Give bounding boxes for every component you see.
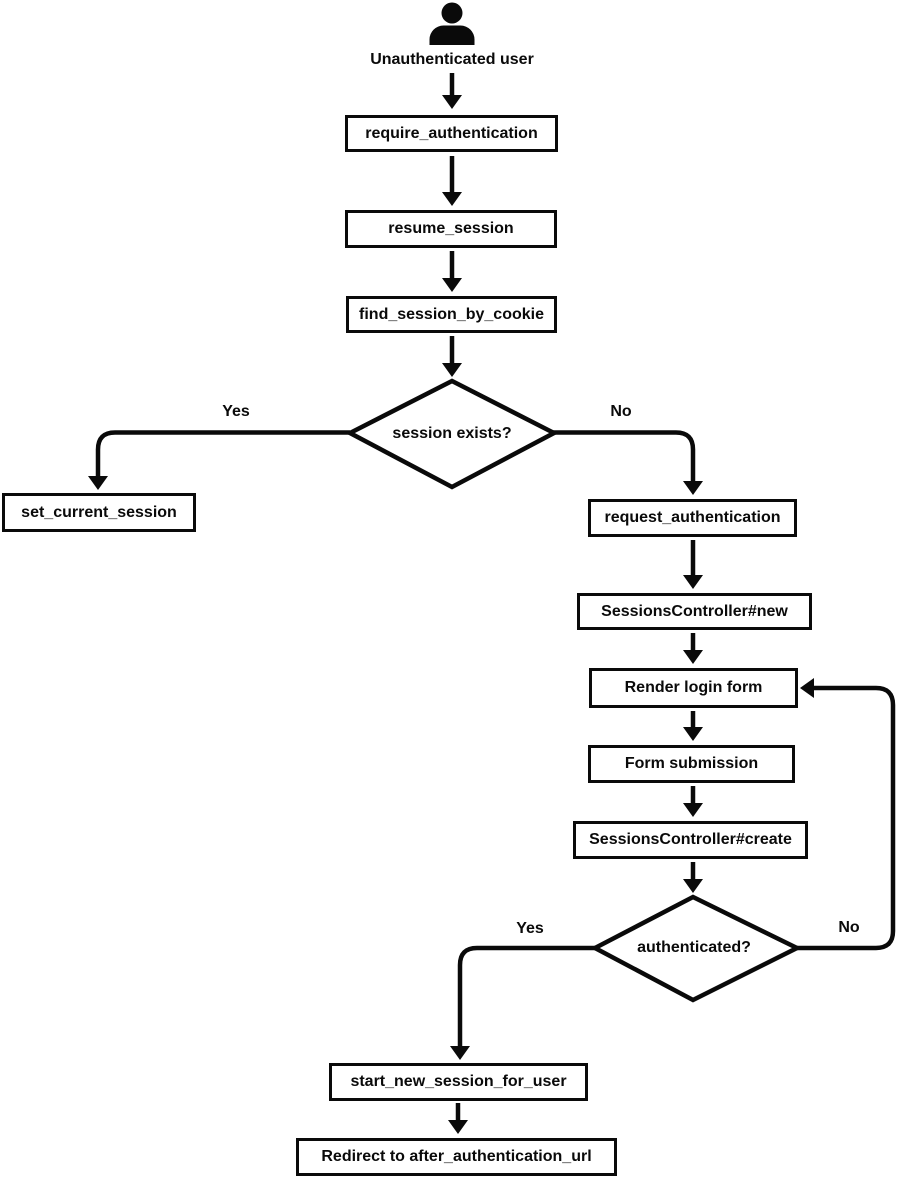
arrow-shafts — [95, 73, 896, 1120]
user-icon — [429, 2, 475, 45]
actor-label: Unauthenticated user — [370, 51, 534, 68]
arrowhead-down-icon — [683, 575, 703, 589]
edge-label-session-exists-no: No — [610, 403, 632, 420]
node-set-current-session: set_current_session — [2, 493, 196, 532]
node-start-new-session-for-user: start_new_session_for_user — [329, 1063, 588, 1101]
node-form-submission: Form submission — [588, 745, 795, 783]
node-sessions-controller-new: SessionsController#new — [577, 593, 812, 630]
arrowhead-down-icon — [442, 192, 462, 206]
arrowhead-down-icon — [448, 1120, 468, 1134]
node-label: SessionsController#new — [601, 602, 788, 620]
node-label: request_authentication — [604, 509, 781, 526]
node-label: set_current_session — [21, 503, 177, 521]
edge-session-exists-no — [553, 430, 696, 481]
node-label: find_session_by_cookie — [359, 305, 544, 323]
arrowhead-down-icon — [442, 278, 462, 292]
arrow-heads — [88, 95, 814, 1134]
arrowhead-down-icon — [442, 95, 462, 109]
node-sessions-controller-create: SessionsController#create — [573, 821, 808, 859]
node-find-session-by-cookie: find_session_by_cookie — [346, 296, 557, 333]
node-label: require_authentication — [365, 124, 538, 142]
edge-session-exists-yes — [95, 430, 350, 476]
arrowhead-left-icon — [800, 678, 814, 698]
node-render-login-form: Render login form — [589, 668, 798, 708]
node-redirect-to-after-authentication-url: Redirect to after_authentication_url — [296, 1138, 617, 1176]
arrowhead-down-icon — [683, 879, 703, 893]
arrowhead-down-icon — [88, 476, 108, 490]
decision-label-session-exists: session exists? — [392, 425, 512, 442]
node-resume-session: resume_session — [345, 210, 557, 248]
arrowhead-down-icon — [683, 727, 703, 741]
arrowhead-down-icon — [450, 1046, 470, 1060]
arrowhead-down-icon — [683, 650, 703, 664]
arrowhead-down-icon — [683, 481, 703, 495]
node-label: start_new_session_for_user — [350, 1073, 567, 1090]
decision-label-authenticated: authenticated? — [637, 939, 751, 956]
node-request-authentication: request_authentication — [588, 499, 797, 537]
node-label: Redirect to after_authentication_url — [321, 1148, 592, 1165]
decision-session-exists — [345, 378, 559, 490]
edge-authenticated-no-loop — [797, 685, 896, 951]
node-label: Form submission — [624, 755, 759, 772]
arrowhead-down-icon — [442, 363, 462, 377]
node-label: Render login form — [624, 679, 763, 696]
node-require-authentication: require_authentication — [345, 115, 558, 152]
arrowhead-down-icon — [683, 803, 703, 817]
node-label: SessionsController#create — [589, 831, 792, 848]
edge-authenticated-yes — [457, 945, 595, 1046]
edge-label-authenticated-no: No — [838, 919, 860, 936]
node-label: resume_session — [388, 220, 514, 237]
edge-label-session-exists-yes: Yes — [222, 403, 250, 420]
decision-authenticated — [590, 894, 803, 1003]
edge-label-authenticated-yes: Yes — [516, 920, 544, 937]
